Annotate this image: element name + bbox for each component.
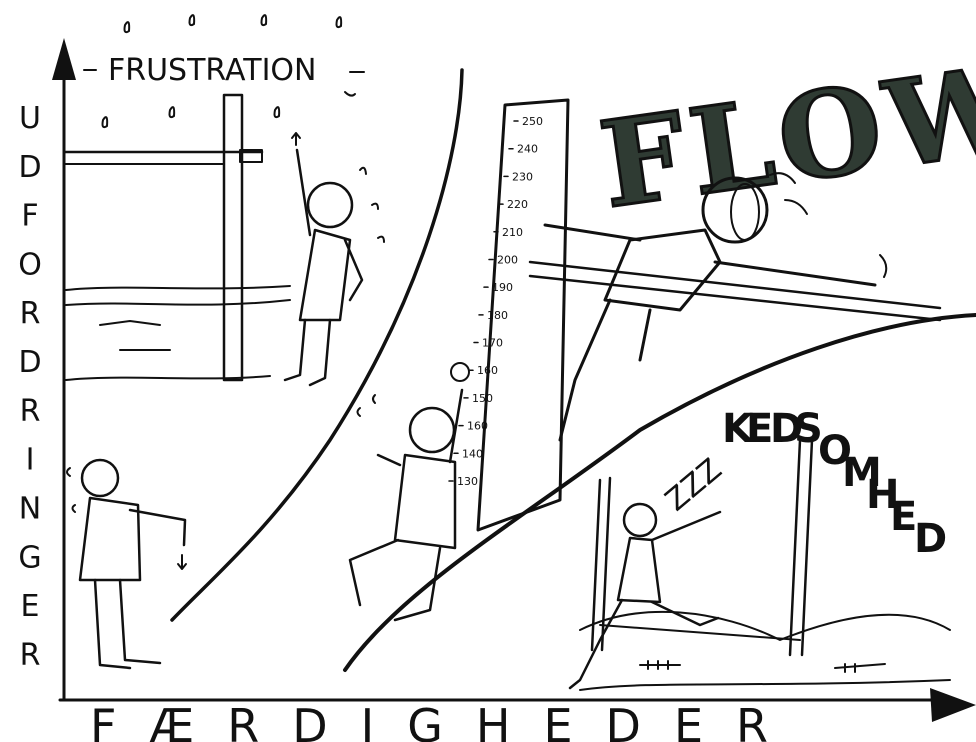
pole-tick-label: 140 <box>462 447 483 460</box>
pole-tick-label: 240 <box>517 143 538 156</box>
pole-tick-label: 150 <box>472 392 493 405</box>
high-jump-bar-icon <box>64 95 262 380</box>
arrow-right-icon <box>930 688 976 722</box>
pole-tick-label: 180 <box>487 309 508 322</box>
arrow-up-icon <box>52 38 76 80</box>
pole-tick-label: 200 <box>497 253 518 266</box>
y-axis-letter: D <box>18 345 41 380</box>
y-axis-letter: G <box>18 540 41 575</box>
y-axis-letter: U <box>19 101 41 136</box>
boredom-landing-mat <box>580 612 950 690</box>
zone-label-frustration: FRUSTRATION <box>108 53 316 88</box>
y-axis-letter: R <box>20 394 41 429</box>
y-axis-letter: N <box>19 492 41 527</box>
beginner-figure <box>67 460 186 668</box>
pole-tick-label: 210 <box>502 226 523 239</box>
kedsomhed-letter: D <box>914 516 947 562</box>
pole-tick-label: 250 <box>522 115 543 128</box>
pole-tick-label: 130 <box>457 475 478 488</box>
y-axis-letter: D <box>18 150 41 185</box>
y-axis-letter: I <box>26 443 35 478</box>
sleep-letters: ZZZ <box>659 452 729 518</box>
y-axis <box>52 38 76 700</box>
flow-high-jump-bar <box>530 262 940 320</box>
pole-tick-label: 160 <box>477 364 498 377</box>
pole-tick-label: 190 <box>492 281 513 294</box>
x-axis-label: FÆRDIGHEDER <box>90 699 790 742</box>
bored-jumper-figure <box>570 504 720 688</box>
pole-tick-label: 220 <box>507 198 528 211</box>
pole-tick-label: 160 <box>467 420 488 433</box>
zone-label-flow: FLOW <box>592 38 976 235</box>
y-axis-letter: O <box>18 247 42 282</box>
y-axis-letter: R <box>20 296 41 331</box>
landing-mat <box>66 286 290 380</box>
y-axis-letter: F <box>21 199 38 234</box>
y-axis-letter: E <box>21 589 40 624</box>
y-axis-letter: R <box>20 638 41 673</box>
cheering-figure <box>350 363 469 620</box>
pole-tick-label: 230 <box>512 170 533 183</box>
measuring-pole-icon: 250 240 230 220 210 200 190 180 170 160 150 160 140 1… <box>449 100 568 530</box>
pole-tick-label: 170 <box>482 337 503 350</box>
frustrated-jumper-figure <box>285 133 384 385</box>
